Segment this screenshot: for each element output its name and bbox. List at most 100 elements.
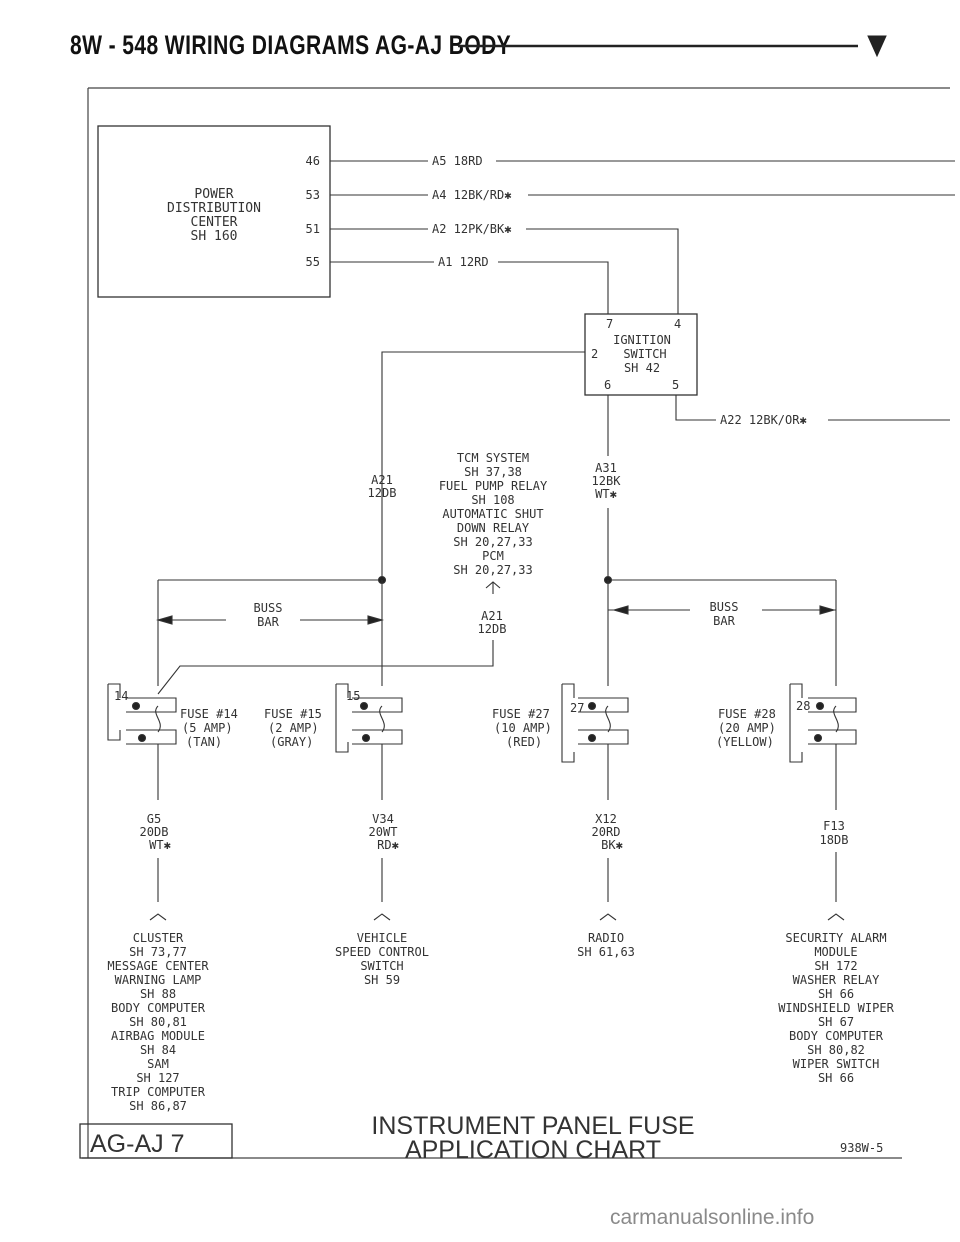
wire-a2: A2 12PK/BK✱ — [432, 222, 511, 236]
a21-left-line-1: A21 — [371, 473, 393, 487]
fuse-28 — [789, 683, 857, 810]
g5-line-1: G5 — [147, 812, 161, 826]
a31-line-1: A31 — [595, 461, 617, 475]
connector-icon — [599, 913, 617, 921]
pdc-label-4: SH 160 — [191, 229, 238, 244]
buss-bar-left — [155, 575, 387, 686]
fuse-15-line-2: (2 AMP) — [268, 721, 319, 735]
fuse-27-line-3: (RED) — [506, 735, 542, 749]
connector-icon — [373, 913, 391, 921]
output-wire-g5: G5 20DB WT✱ — [140, 812, 171, 852]
dest-1-11: SH 127 — [136, 1071, 179, 1085]
dest-1-1: CLUSTER — [133, 931, 184, 945]
footer-code: 938W-5 — [840, 1141, 883, 1155]
pdc-pin-51: 51 — [306, 222, 320, 236]
chart-title-line-2: APPLICATION CHART — [405, 1136, 661, 1164]
output-wire-f13: F13 18DB — [820, 819, 849, 847]
tcm-line-4: SH 108 — [471, 493, 514, 507]
buss-left-line-2: BAR — [257, 615, 279, 629]
pdc-pin-53: 53 — [306, 188, 320, 202]
dest-1-10: SAM — [147, 1057, 169, 1071]
a21-center-line-2: 12DB — [478, 622, 507, 636]
power-distribution-center: POWER DISTRIBUTION CENTER SH 160 46 53 5… — [97, 125, 331, 298]
dest-1-8: AIRBAG MODULE — [111, 1029, 205, 1043]
pdc-pin-46: 46 — [306, 154, 320, 168]
tcm-line-9: SH 20,27,33 — [453, 563, 532, 577]
output-drop-wires — [149, 852, 845, 921]
v34-line-1: V34 — [372, 812, 394, 826]
dest-1-9: SH 84 — [140, 1043, 176, 1057]
x12-line-1: X12 — [595, 812, 617, 826]
dest-2-1: VEHICLE — [357, 931, 408, 945]
tcm-line-6: DOWN RELAY — [457, 521, 530, 535]
tcm-line-2: SH 37,38 — [464, 465, 522, 479]
tcm-line-7: SH 20,27,33 — [453, 535, 532, 549]
dest-1-7: SH 80,81 — [129, 1015, 187, 1029]
ignition-wires — [381, 351, 950, 580]
a21-center-line-1: A21 — [481, 609, 503, 623]
circuit-a21-left: A21 12DB — [368, 473, 397, 500]
dest-2-3: SWITCH — [360, 959, 403, 973]
f13-line-2: 18DB — [820, 833, 849, 847]
ign-pin-5: 5 — [672, 378, 679, 392]
fuse-14-line-2: (5 AMP) — [182, 721, 233, 735]
ignition-switch: 7 4 IGNITION 2 SWITCH SH 42 6 5 — [584, 313, 698, 396]
v34-line-3: RD✱ — [377, 838, 399, 852]
wire-a1: A1 12RD — [438, 255, 489, 269]
tcm-line-3: FUEL PUMP RELAY — [439, 479, 548, 493]
g5-line-2: 20DB — [140, 825, 169, 839]
dest-3-1: RADIO — [588, 931, 624, 945]
fuse-15 — [335, 683, 403, 800]
page-header: 8W - 548 WIRING DIAGRAMS AG-AJ BODY — [28, 0, 938, 70]
ign-pin-2: 2 — [591, 347, 598, 361]
connector-icon — [149, 913, 167, 921]
pdc-label-3: CENTER — [191, 215, 238, 230]
dest-4-11: SH 66 — [818, 1071, 854, 1085]
dest-1-3: MESSAGE CENTER — [107, 959, 209, 973]
fuse-27-line-1: FUSE #27 — [492, 707, 550, 721]
dest-4-6: WINDSHIELD WIPER — [778, 1001, 894, 1015]
arrow-left-icon — [611, 605, 629, 615]
x12-line-2: 20RD — [592, 825, 621, 839]
arrow-right-icon — [819, 605, 837, 615]
ign-label-2: SWITCH — [623, 347, 666, 361]
buss-right-line-2: BAR — [713, 614, 735, 628]
output-wire-x12: X12 20RD BK✱ — [592, 812, 623, 852]
page-title: 8W - 548 WIRING DIAGRAMS AG-AJ BODY — [70, 30, 512, 60]
tcm-connector-icon — [485, 581, 501, 594]
destinations-radio: RADIO SH 61,63 — [577, 931, 635, 959]
destinations-cluster: CLUSTER SH 73,77 MESSAGE CENTER WARNING … — [107, 931, 209, 1113]
dest-1-12: TRIP COMPUTER — [111, 1085, 206, 1099]
fuse-15-line-3: (GRAY) — [270, 735, 313, 749]
dest-1-6: BODY COMPUTER — [111, 1001, 206, 1015]
dest-1-13: SH 86,87 — [129, 1099, 187, 1113]
a31-line-3: WT✱ — [595, 487, 617, 501]
chart-title-line-1: INSTRUMENT PANEL FUSE — [371, 1112, 694, 1140]
dest-4-10: WIPER SWITCH — [793, 1057, 880, 1071]
wire-a22: A22 12BK/OR✱ — [720, 413, 807, 427]
tcm-system-notes: TCM SYSTEM SH 37,38 FUEL PUMP RELAY SH 1… — [439, 451, 548, 577]
a21-left-line-2: 12DB — [368, 486, 397, 500]
dest-1-2: SH 73,77 — [129, 945, 187, 959]
fuse-15-line-1: FUSE #15 — [264, 707, 322, 721]
footer-tag-text: AG-AJ 7 — [90, 1130, 184, 1158]
g5-line-3: WT✱ — [149, 838, 171, 852]
dest-4-9: SH 80,82 — [807, 1043, 865, 1057]
footer-tag: AG-AJ 7 — [79, 1123, 233, 1159]
f13-line-1: F13 — [823, 819, 845, 833]
pdc-label-2: DISTRIBUTION — [167, 201, 261, 216]
pdc-label-1: POWER — [194, 187, 233, 202]
dest-4-4: WASHER RELAY — [793, 973, 880, 987]
dest-4-1: SECURITY ALARM — [785, 931, 886, 945]
circuit-a21-center: A21 12DB — [478, 609, 507, 636]
dest-4-2: MODULE — [814, 945, 857, 959]
fuse-27-line-2: (10 AMP) — [494, 721, 552, 735]
down-triangle-icon — [867, 35, 887, 58]
dest-4-5: SH 66 — [818, 987, 854, 1001]
fuse-14 — [107, 683, 177, 800]
dest-1-4: WARNING LAMP — [115, 973, 202, 987]
tcm-line-5: AUTOMATIC SHUT — [442, 507, 543, 521]
connector-icon — [827, 913, 845, 921]
fuse-28-number: 28 — [796, 699, 810, 713]
